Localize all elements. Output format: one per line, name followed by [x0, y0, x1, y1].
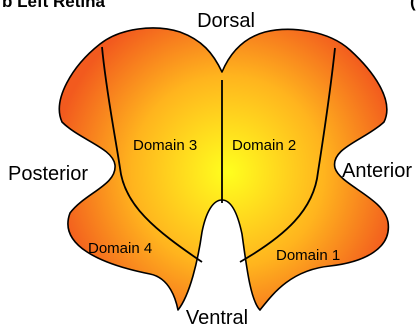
panel-corner-mark: (: [410, 0, 416, 11]
retina-outline: [58, 27, 390, 311]
panel-title: b Left Retina: [2, 0, 105, 11]
boundary-domain3-4-left: [101, 46, 203, 263]
label-domain-3: Domain 3: [133, 137, 197, 154]
label-ventral: Ventral: [186, 307, 248, 329]
boundary-domain1-2-right: [239, 47, 336, 263]
label-domain-4: Domain 4: [88, 240, 152, 257]
label-posterior: Posterior: [8, 163, 88, 185]
label-domain-2: Domain 2: [232, 137, 296, 154]
label-dorsal: Dorsal: [197, 10, 255, 32]
label-domain-1: Domain 1: [276, 247, 340, 264]
label-anterior: Anterior: [342, 160, 412, 182]
